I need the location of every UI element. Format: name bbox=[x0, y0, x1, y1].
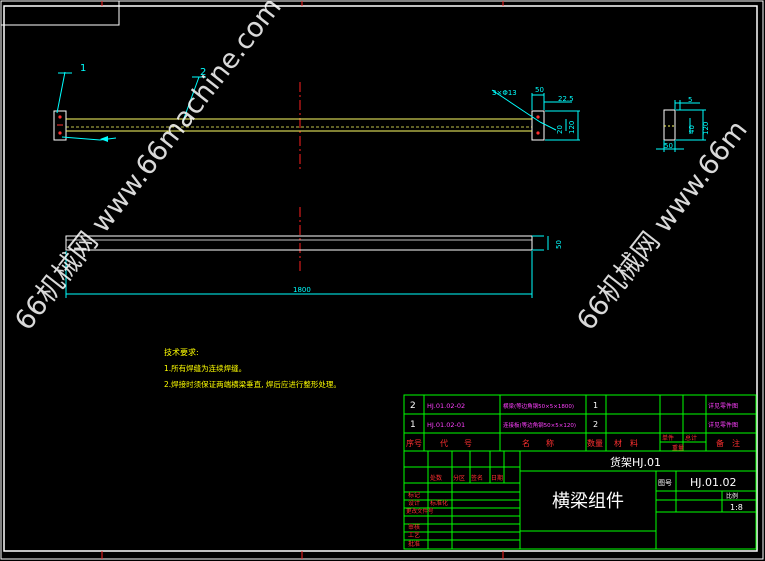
tech-notes-title: 技术要求: bbox=[164, 347, 199, 357]
title-drawing-no-label: 图号 bbox=[658, 479, 672, 487]
side-view bbox=[656, 100, 706, 152]
tb-label-8: 审核 bbox=[408, 523, 420, 531]
part-label-2: 2 bbox=[200, 67, 206, 78]
tech-notes-line-2: 2.焊接时须保证两端横梁垂直, 焊后应进行整形处理。 bbox=[164, 379, 341, 389]
bom-header-qty: 数量 bbox=[587, 438, 603, 448]
bom-row-2-qty: 1 bbox=[593, 401, 598, 410]
watermark-right: 66机械网 www.66m bbox=[571, 115, 754, 337]
tb-label-2: 分区 bbox=[453, 474, 465, 482]
bom-header-total: 总计 bbox=[685, 434, 697, 442]
bom-header-code: 代 号 bbox=[440, 438, 472, 448]
tb-label-1: 处数 bbox=[430, 474, 442, 482]
bom-row-1-note: 详见零件图 bbox=[708, 421, 738, 429]
title-block bbox=[403, 450, 757, 550]
tb-label-5: 日期 bbox=[491, 474, 503, 482]
inner-frame bbox=[3, 5, 758, 552]
bom-row-2-note: 详见零件图 bbox=[708, 402, 738, 410]
title-scale-label: 比例 bbox=[726, 492, 738, 500]
top-view bbox=[53, 71, 580, 170]
tb-label-6: 设计 bbox=[408, 499, 420, 507]
dim-top-weld: 3×Φ13 bbox=[492, 89, 517, 97]
tb-label-0: 标记 bbox=[408, 491, 420, 499]
dim-side-40: 40 bbox=[688, 125, 696, 134]
title-drawing-no: HJ.01.02 bbox=[690, 476, 737, 489]
frame-ticks bbox=[101, 1, 504, 559]
bom-row-2-name: 横梁(等边角钢50×5×1800) bbox=[503, 402, 574, 410]
bom-header-material: 材 料 bbox=[614, 438, 638, 448]
dim-top-side: 20 bbox=[556, 125, 564, 134]
tb-label-4: 签名 bbox=[471, 474, 483, 482]
watermark-left: 66机械网 www.66machine.com bbox=[9, 0, 288, 336]
dim-top-height: 120 bbox=[568, 121, 576, 134]
bom-header-weight: 重量 bbox=[672, 444, 684, 452]
title-part-name: 横梁组件 bbox=[552, 491, 624, 512]
tech-notes-line-1: 1.所有焊缝为连续焊缝。 bbox=[164, 363, 246, 373]
dim-side-50: 50 bbox=[664, 142, 673, 150]
dim-top-50: 50 bbox=[535, 86, 544, 94]
bom-row-2-code: HJ.01.02-02 bbox=[427, 402, 465, 410]
dim-bottom-height: 50 bbox=[555, 240, 563, 249]
bom-header-no: 序号 bbox=[406, 438, 422, 448]
bom-header-note: 备 注 bbox=[716, 438, 740, 448]
tb-label-9: 工艺 bbox=[408, 531, 420, 539]
title-assembly: 货架HJ.01 bbox=[610, 455, 661, 469]
bom-row-1-name: 连接板(等边角钢50×5×120) bbox=[503, 421, 576, 429]
bom-row-2-no: 2 bbox=[410, 401, 416, 411]
tb-label-7: 标准化 bbox=[430, 499, 448, 507]
part-label-1: 1 bbox=[80, 63, 86, 74]
dim-bottom-length: 1800 bbox=[293, 286, 311, 294]
bom-row-1-qty: 2 bbox=[593, 420, 598, 429]
bom-row-1-no: 1 bbox=[410, 420, 416, 430]
tb-label-10: 批准 bbox=[408, 540, 420, 548]
bom-header-single: 单件 bbox=[662, 434, 674, 442]
corner-tab bbox=[0, 0, 120, 26]
tb-label-3: 更改文件号 bbox=[406, 507, 434, 515]
dim-top-22-5: 22.5 bbox=[558, 95, 574, 103]
bom-row-1-code: HJ.01.02-01 bbox=[427, 421, 465, 429]
dim-side-120: 120 bbox=[702, 122, 710, 135]
title-scale: 1:8 bbox=[730, 503, 743, 512]
front-view bbox=[65, 207, 549, 298]
dim-side-5: 5 bbox=[688, 96, 692, 104]
bom-header-name: 名 称 bbox=[522, 438, 554, 448]
